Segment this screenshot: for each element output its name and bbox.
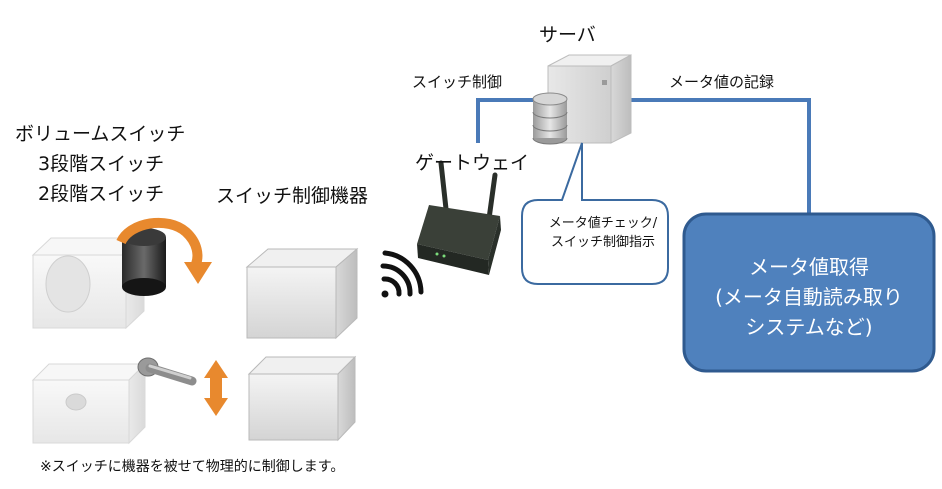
control-device-box-top	[245, 247, 359, 340]
panel-line-1: メータ値取得	[749, 255, 869, 279]
two-step-switch-label: 2段階スイッチ	[38, 183, 165, 205]
control-device-label: スイッチ制御機器	[216, 185, 369, 207]
three-step-switch-label: 3段階スイッチ	[38, 153, 165, 175]
gateway-label: ゲートウェイ	[415, 152, 530, 174]
meter-record-label: メータ値の記録	[669, 73, 775, 91]
database-icon	[532, 92, 568, 145]
toggle-lever-icon	[137, 357, 197, 386]
rotate-arrow-icon	[116, 217, 212, 284]
server-icon	[547, 54, 632, 144]
callout-text: メータ値チェック/ スイッチ制御指示	[528, 214, 678, 252]
panel-line-2: (メータ自動読み取り	[715, 285, 903, 309]
connector-gateway-server	[476, 98, 548, 143]
server-label: サーバ	[539, 24, 596, 46]
footnote: ※スイッチに機器を被せて物理的に制御します。	[40, 459, 345, 475]
switch-control-label: スイッチ制御	[412, 73, 503, 91]
router-icon	[417, 160, 501, 275]
callout-bubble	[521, 142, 669, 285]
connector-server-meter	[627, 98, 811, 214]
callout-line-2: スイッチ制御指示	[550, 235, 655, 250]
wifi-icon	[380, 250, 424, 298]
meter-panel-text: メータ値取得 (メータ自動読み取り システムなど)	[684, 252, 934, 342]
up-down-arrow-icon	[204, 360, 228, 416]
toggle-switch-box	[31, 362, 147, 445]
meter-panel	[682, 212, 936, 373]
control-device-box-bottom	[247, 355, 357, 442]
panel-line-3: システムなど)	[745, 315, 873, 339]
callout-line-1: メータ値チェック/	[548, 216, 658, 231]
volume-switch-label: ボリュームスイッチ	[15, 123, 186, 145]
